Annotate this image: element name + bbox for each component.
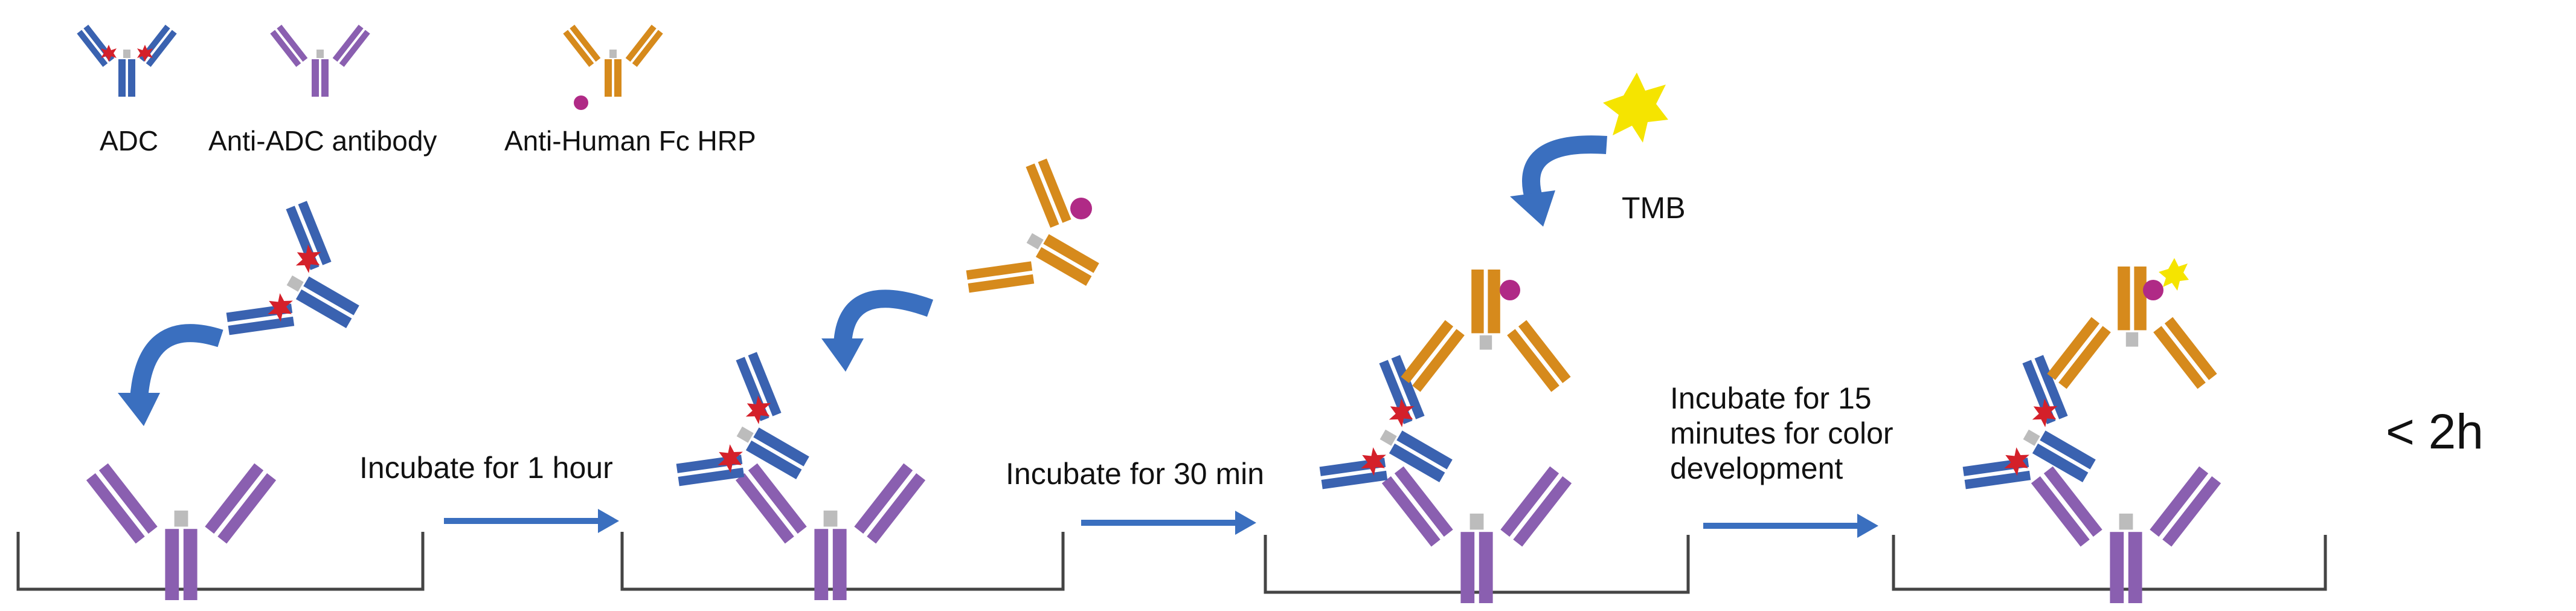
- tmb-star-icon: [1603, 73, 1668, 143]
- legend-adc-icon: [77, 25, 176, 97]
- step2-label: Incubate for 30 min: [1006, 457, 1265, 491]
- step3-label-line3: development: [1670, 451, 1843, 485]
- legend-anti-human-hrp-icon: [563, 24, 663, 110]
- panel2-anti-human-hrp-incoming: [957, 151, 1132, 342]
- step3-arrow-icon: [1703, 514, 1878, 538]
- legend-anti-adc-label: Anti-ADC antibody: [208, 125, 437, 157]
- panel4-anti-adc: [2031, 466, 2221, 603]
- panel3-anti-human-hrp-bound: [1401, 270, 1571, 392]
- color-developed-star-icon: [2159, 258, 2189, 291]
- legend-anti-adc-icon: [270, 24, 370, 97]
- panel1-curved-arrow-icon: [118, 324, 223, 426]
- tmb-label: TMB: [1622, 191, 1686, 225]
- panel2-adc-bound: [667, 345, 841, 535]
- step3-label-line1: Incubate for 15: [1670, 381, 1872, 415]
- panel3-curved-arrow-icon: [1510, 135, 1607, 227]
- panel2-anti-adc: [735, 463, 926, 600]
- well-1: [16, 532, 425, 591]
- panel4-anti-human-hrp-bound: [2047, 267, 2217, 389]
- step3-label-line2: minutes for color: [1670, 416, 1893, 450]
- step3-label: Incubate for 15 minutes for color develo…: [1670, 381, 1954, 486]
- panel3-anti-adc: [1381, 466, 1572, 603]
- well-4: [1892, 535, 2327, 591]
- panel1-adc-incoming: [217, 194, 391, 384]
- panel2-curved-arrow-icon: [821, 289, 934, 372]
- step2-arrow-icon: [1081, 511, 1256, 535]
- step1-label: Incubate for 1 hour: [359, 451, 613, 485]
- panel4-adc-bound: [1954, 348, 2128, 538]
- well-3: [1264, 535, 1690, 594]
- legend-adc-label: ADC: [100, 125, 159, 157]
- step1-arrow-icon: [444, 509, 619, 533]
- panel1-anti-adc: [86, 463, 277, 600]
- panel3-adc-bound: [1311, 348, 1485, 538]
- total-time-label: < 2h: [2386, 404, 2484, 459]
- legend-anti-human-hrp-label: Anti-Human Fc HRP: [504, 125, 756, 157]
